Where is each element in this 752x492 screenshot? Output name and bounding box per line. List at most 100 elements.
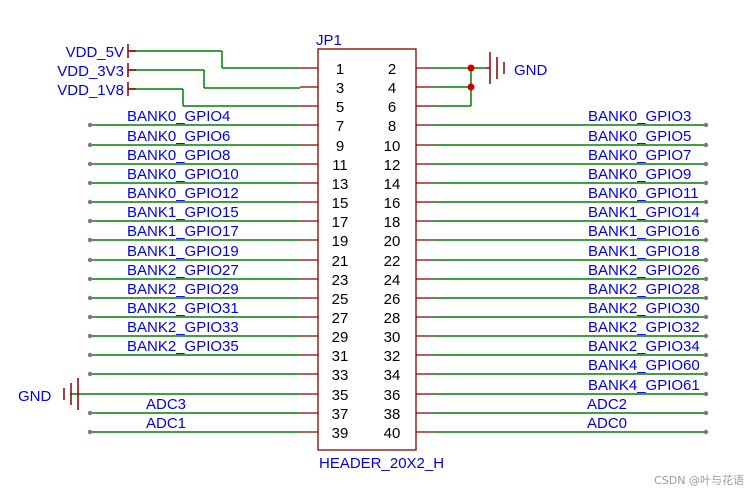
net-label-left: BANK2_GPIO29 <box>127 281 239 298</box>
pin-number-right: 28 <box>384 310 401 327</box>
pin-number-left: 21 <box>332 253 349 270</box>
wire-end-dot <box>87 333 93 339</box>
wire-end-dot <box>703 429 709 435</box>
wire-end-dot <box>87 257 93 263</box>
pin-number-right: 38 <box>384 406 401 423</box>
wire-end-dot <box>703 276 709 282</box>
pin-number-left: 11 <box>332 157 348 174</box>
header-designator: JP1 <box>316 32 342 49</box>
pin-number-right: 30 <box>384 329 401 346</box>
net-label-right: BANK0_GPIO7 <box>588 147 691 164</box>
pin-number-left: 27 <box>332 310 349 327</box>
pin-number-right: 34 <box>384 367 401 384</box>
power-label-3v3: VDD_3V3 <box>57 63 124 80</box>
net-label-left: ADC3 <box>146 396 186 413</box>
pin-number-right: 24 <box>384 272 401 289</box>
wire-end-dot <box>87 161 93 167</box>
pin-number-right: 6 <box>388 99 396 116</box>
net-label-left: BANK2_GPIO27 <box>127 262 239 279</box>
pin-number-left: 3 <box>336 80 344 97</box>
net-label-left: BANK2_GPIO33 <box>127 319 239 336</box>
net-label-left: BANK0_GPIO8 <box>127 147 230 164</box>
wire-end-dot <box>703 410 709 416</box>
pin-number-left: 7 <box>336 118 344 135</box>
net-label-left: BANK1_GPIO17 <box>127 223 239 240</box>
wire-end-dot <box>703 333 709 339</box>
net-label-right: BANK1_GPIO18 <box>588 243 700 260</box>
net-label-left: BANK0_GPIO4 <box>127 108 230 125</box>
pin-number-left: 31 <box>332 348 349 365</box>
wire-end-dot <box>87 237 93 243</box>
net-label-right: BANK2_GPIO28 <box>588 281 700 298</box>
wire-end-dot <box>87 199 93 205</box>
net-label-left: BANK0_GPIO6 <box>127 128 230 145</box>
pin-number-right: 16 <box>384 195 401 212</box>
pin-number-right: 4 <box>388 80 396 97</box>
header-part-name: HEADER_20X2_H <box>319 455 444 472</box>
pin-number-left: 1 <box>336 61 344 78</box>
pin-number-left: 9 <box>336 138 344 155</box>
wire-end-dot <box>87 352 93 358</box>
wire-end-dot <box>703 352 709 358</box>
pin-number-right: 22 <box>384 253 401 270</box>
net-label-right: BANK4_GPIO60 <box>588 357 700 374</box>
net-label-right: BANK2_GPIO34 <box>588 338 700 355</box>
net-label-left: BANK1_GPIO15 <box>127 204 239 221</box>
wire-end-dot <box>703 257 709 263</box>
wire-end-dot <box>87 314 93 320</box>
gnd-symbol-left <box>63 378 79 410</box>
pin-number-right: 20 <box>384 233 401 250</box>
pin-number-right: 8 <box>388 118 396 135</box>
pin-number-left: 39 <box>332 425 349 442</box>
net-label-right: BANK1_GPIO16 <box>588 223 700 240</box>
net-label-left: BANK2_GPIO31 <box>127 300 239 317</box>
net-label-right: BANK2_GPIO30 <box>588 300 700 317</box>
wire-end-dot <box>703 371 709 377</box>
net-label-right: BANK1_GPIO14 <box>588 204 700 221</box>
gnd-symbol-right <box>486 52 505 84</box>
pin-number-right: 36 <box>384 387 401 404</box>
pin-number-right: 2 <box>388 61 396 78</box>
wire-end-dot <box>703 180 709 186</box>
net-label-right: ADC2 <box>587 396 627 413</box>
pin-number-left: 33 <box>332 367 349 384</box>
power-label-1v8: VDD_1V8 <box>57 82 124 99</box>
pin-number-right: 18 <box>384 214 401 231</box>
pin-number-left: 35 <box>332 387 349 404</box>
power-port-flags <box>127 44 136 96</box>
net-label-left: BANK1_GPIO19 <box>127 243 239 260</box>
net-label-right: BANK2_GPIO32 <box>588 319 700 336</box>
wire-end-dot <box>703 295 709 301</box>
pin-number-right: 14 <box>384 176 401 193</box>
power-label-5v: VDD_5V <box>66 44 124 61</box>
pin-number-left: 13 <box>332 176 349 193</box>
pin-number-right: 12 <box>384 157 401 174</box>
wire-end-dot <box>87 429 93 435</box>
gnd-label-left: GND <box>18 388 52 405</box>
wire-end-dot <box>703 237 709 243</box>
wire-end-dot <box>87 180 93 186</box>
pin-number-left: 17 <box>332 214 349 231</box>
wire-end-dot <box>703 199 709 205</box>
junction-dot <box>467 83 475 91</box>
pin-number-left: 23 <box>332 272 349 289</box>
net-label-left: BANK0_GPIO10 <box>127 166 239 183</box>
net-label-right: BANK0_GPIO9 <box>588 166 691 183</box>
wire-end-dot <box>87 142 93 148</box>
header-body <box>317 48 417 451</box>
pin-number-left: 25 <box>332 291 349 308</box>
pin-number-left: 19 <box>332 233 349 250</box>
pin-number-left: 29 <box>332 329 349 346</box>
pin-number-left: 5 <box>336 99 344 116</box>
net-label-right: BANK0_GPIO11 <box>588 185 699 202</box>
wire-end-dot <box>87 122 93 128</box>
wire-end-dot <box>703 314 709 320</box>
wire-end-dot <box>703 161 709 167</box>
pin-number-right: 32 <box>384 348 401 365</box>
wire-end-dot <box>87 410 93 416</box>
gnd-label-right: GND <box>514 62 548 79</box>
wire-end-dot <box>87 295 93 301</box>
net-label-right: BANK0_GPIO3 <box>588 108 691 125</box>
